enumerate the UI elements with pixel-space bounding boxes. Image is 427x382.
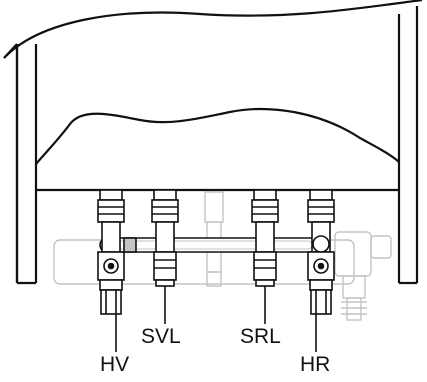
svl-connection [151,189,179,287]
label-leader-lines [115,286,317,352]
boiler-inner-panel [35,107,400,165]
srl-connection [251,189,279,287]
hr-label: HR [300,353,331,376]
boiler-left-outer-edge [3,43,19,283]
hv-valve [97,189,137,315]
boiler-outer-casing [3,0,423,59]
hv-label: HV [100,353,130,376]
srl-label: SRL [240,325,281,348]
hr-valve [307,189,335,315]
svl-label: SVL [141,325,181,348]
